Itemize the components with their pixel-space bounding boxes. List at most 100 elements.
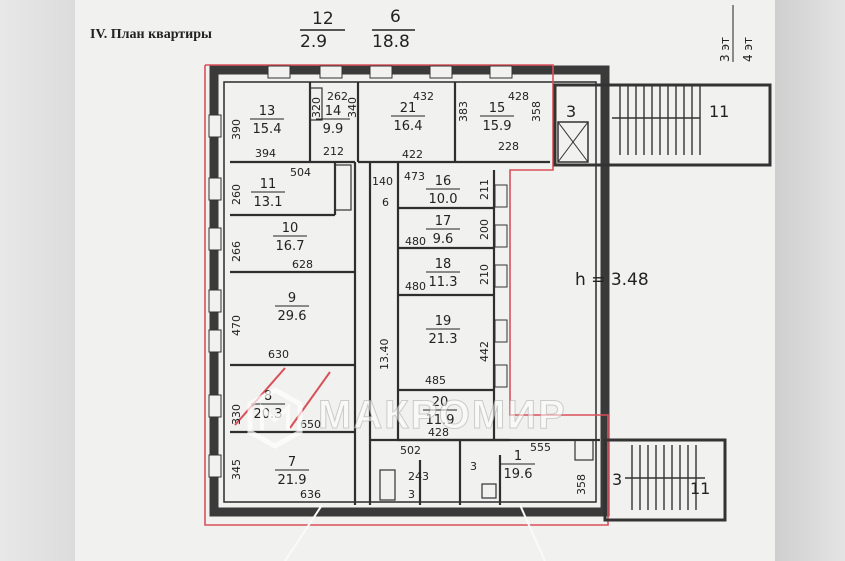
room-area: 9.6: [433, 232, 454, 247]
dim-480-b: 480: [405, 280, 426, 293]
room-area: 21.3: [429, 332, 458, 347]
stair-bottom-label: 11: [690, 479, 710, 498]
room-number: 11: [260, 177, 277, 192]
dim-260: 260: [230, 184, 243, 205]
plan-sheet: [75, 0, 775, 561]
room-area: 15.9: [483, 119, 512, 134]
dim-636: 636: [300, 488, 321, 501]
dim-442: 442: [478, 341, 491, 362]
room-11-label: 11 13.1: [251, 177, 285, 210]
room-area: 16.4: [394, 119, 423, 134]
room-number: 13: [259, 104, 276, 119]
room-15-label: 15 15.9: [480, 101, 514, 134]
room-number: 7: [288, 455, 296, 470]
fraction-right-numerator: 6: [390, 7, 401, 27]
room-1-label: 119.6: [501, 449, 535, 482]
dim-358-bottom: 358: [575, 474, 588, 495]
room-area: 21.9: [278, 473, 307, 488]
dim-228: 228: [498, 140, 519, 153]
room-17-label: 179.6: [426, 214, 460, 247]
header-fraction-left: 12 2.9: [300, 9, 345, 52]
room-number: 10: [282, 221, 299, 236]
dimensions: 390 394 262 340 320 432 383 428 358 212 …: [230, 90, 588, 501]
room-number: 18: [435, 257, 452, 272]
stair-top-number: 3: [566, 102, 576, 121]
room-number: 1: [514, 449, 522, 464]
dim-330: 330: [230, 404, 243, 425]
dim-358-top: 358: [530, 101, 543, 122]
dim-340: 340: [346, 97, 359, 118]
room-number: 15: [489, 101, 506, 116]
dim-628: 628: [292, 258, 313, 271]
ceiling-height-label: h = 3.48: [575, 270, 649, 290]
dim-390: 390: [230, 119, 243, 140]
room-area: 15.4: [253, 122, 282, 137]
room-area: 29.6: [278, 309, 307, 324]
floor-mark-top: 3 эт: [718, 37, 732, 62]
dim-432: 432: [413, 90, 434, 103]
dim-480-a: 480: [405, 235, 426, 248]
stair-top-label: 11: [709, 102, 729, 121]
fraction-left-denominator: 2.9: [300, 32, 327, 52]
stair-bottom-number: 3: [612, 470, 622, 489]
vent-shafts: [309, 87, 594, 501]
dim-383: 383: [457, 101, 470, 122]
floor-mark: 3 эт 4 эт: [718, 5, 755, 62]
room-number: 14: [325, 104, 342, 119]
room-14-label: 149.9: [316, 104, 350, 137]
dim-502: 502: [400, 444, 421, 457]
room-number: 21: [400, 101, 417, 116]
header-fraction-right: 6 18.8: [372, 7, 415, 52]
dim-428-bottom: 428: [428, 426, 449, 439]
dim-200: 200: [478, 219, 491, 240]
room-9-label: 929.6: [275, 291, 309, 324]
stair-bottom: 3 11: [603, 438, 727, 522]
dim-345: 345: [230, 459, 243, 480]
stair-top: 3 11: [553, 83, 772, 167]
apartment-boundary: [204, 64, 609, 526]
windows: [208, 65, 513, 478]
room-16-label: 16 10.0: [426, 174, 460, 207]
room-area: 9.9: [323, 122, 344, 137]
room-number: 16: [435, 174, 452, 189]
dim-140: 140: [372, 175, 393, 188]
entrance-lines: [284, 504, 546, 561]
room-number: 9: [288, 291, 296, 306]
dim-428-top: 428: [508, 90, 529, 103]
watermark-text: МАКРОМИР: [318, 393, 567, 437]
dim-212: 212: [323, 145, 344, 158]
watermark-logo-icon: [247, 387, 303, 449]
dim-210: 210: [478, 264, 491, 285]
dim-485: 485: [425, 374, 446, 387]
room-labels: 1315.4149.92116.41515.91113.11016.7929.6…: [250, 101, 535, 488]
room-number: 17: [435, 214, 452, 229]
room-number: 20: [432, 395, 449, 410]
dim-394: 394: [255, 147, 276, 160]
scan-edge-right: [775, 0, 845, 561]
room-21-label: 21 16.4: [391, 101, 425, 134]
dim-13-40: 13.40: [378, 339, 391, 371]
dim-630: 630: [268, 348, 289, 361]
room-13-label: 13 15.4: [250, 104, 284, 137]
dim-266: 266: [230, 241, 243, 262]
watermark: МАКРОМИР: [247, 387, 567, 449]
dim-3-b: 3: [470, 460, 477, 473]
dim-6: 6: [382, 196, 389, 209]
dim-422: 422: [402, 148, 423, 161]
dim-320: 320: [310, 97, 323, 118]
room-7-label: 721.9: [275, 455, 309, 488]
room-area: 10.0: [429, 192, 458, 207]
dim-650: 650: [300, 418, 321, 431]
room-area: 16.7: [276, 239, 305, 254]
dim-3-a: 3: [408, 488, 415, 501]
floor-mark-bottom: 4 эт: [741, 37, 755, 62]
dim-504: 504: [290, 166, 311, 179]
room-area: 13.1: [254, 195, 283, 210]
fraction-left-numerator: 12: [312, 9, 334, 29]
dim-243: 243: [408, 470, 429, 483]
dim-473: 473: [404, 170, 425, 183]
